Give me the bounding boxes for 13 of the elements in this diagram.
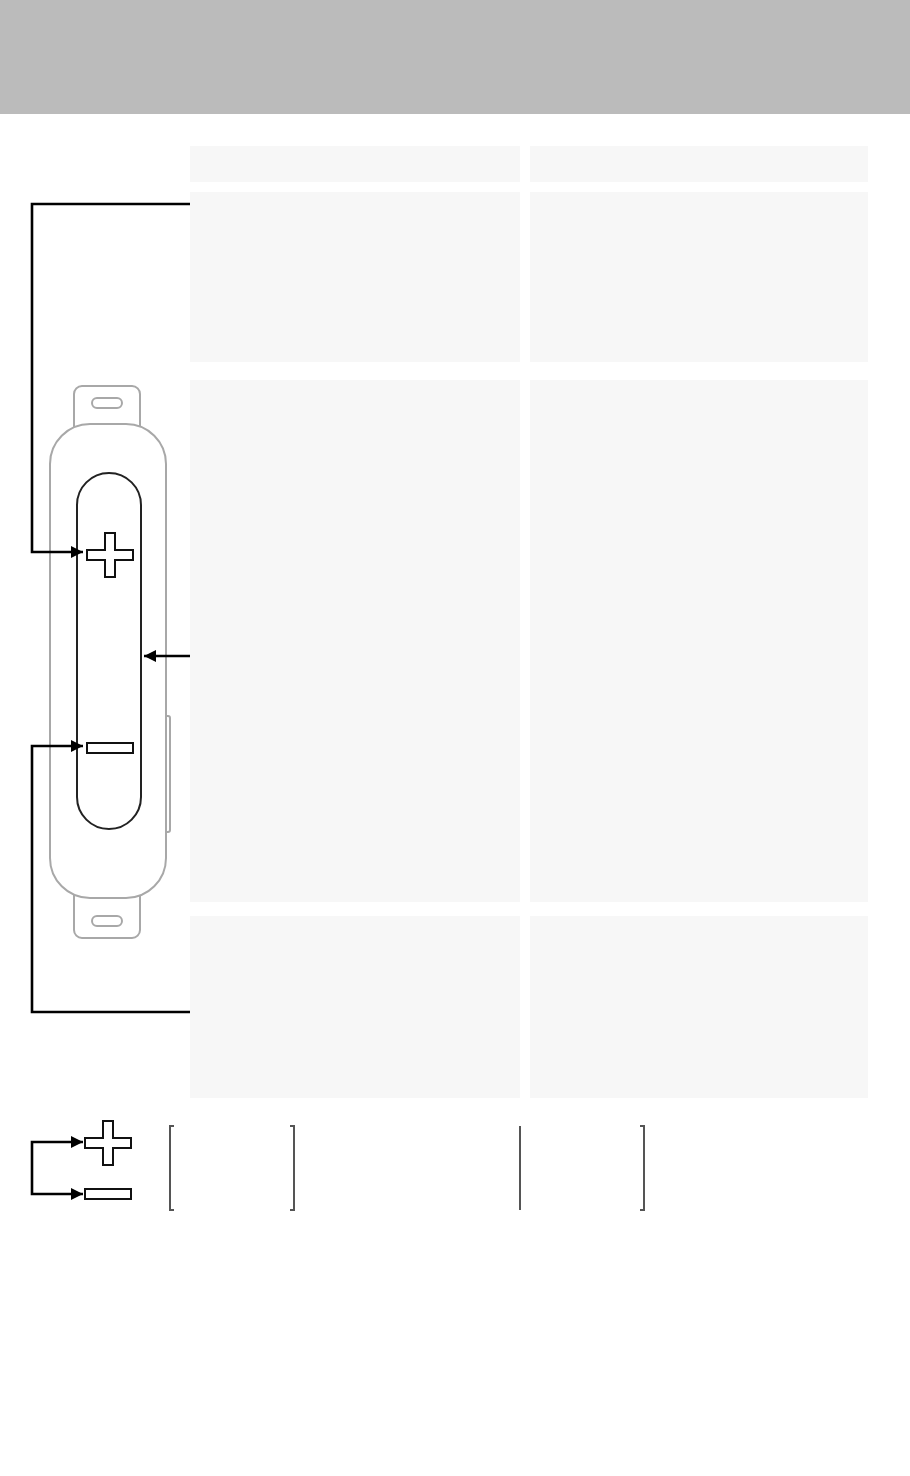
rocker-button: [76, 472, 142, 830]
leader-line: [30, 202, 190, 558]
minus-symbol: [86, 742, 134, 754]
table-cell: [190, 380, 520, 902]
plus-symbol: [86, 532, 134, 578]
plus-symbol: [84, 1120, 132, 1166]
minus-symbol: [84, 1188, 132, 1200]
table-cell: [190, 192, 520, 362]
leader-line: [30, 1136, 83, 1168]
leader-line: [30, 1168, 83, 1200]
leader-line: [30, 740, 190, 1014]
leader-line: [144, 650, 190, 662]
table-cell: [190, 916, 520, 1098]
